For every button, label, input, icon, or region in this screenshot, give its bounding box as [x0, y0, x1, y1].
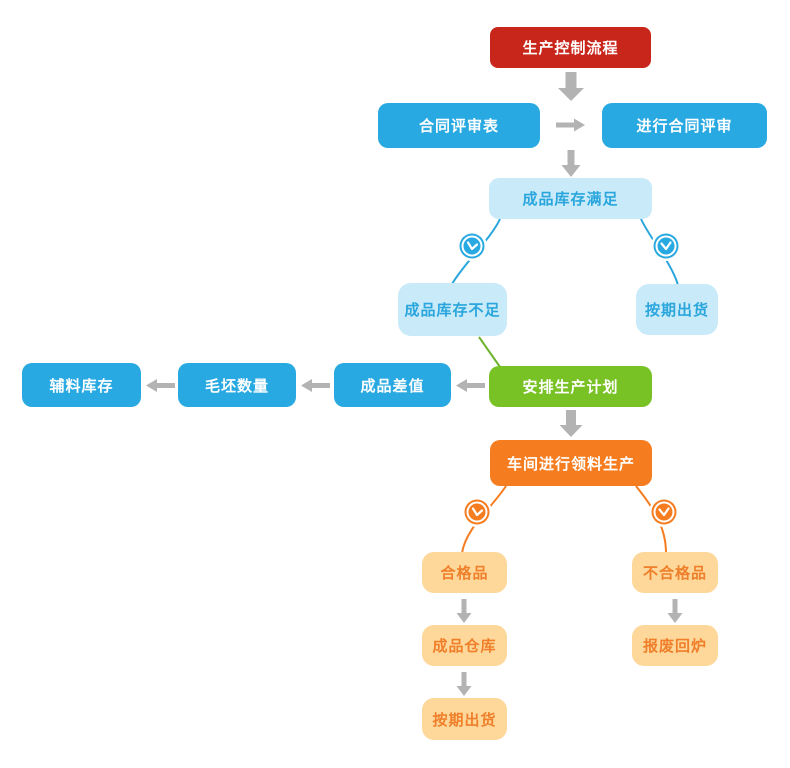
- node-stock-sufficient: 成品库存满足: [489, 178, 652, 219]
- wire-stock-low-to-plan: [478, 336, 501, 368]
- arrow-start-down: [558, 72, 584, 101]
- node-arrange-production-plan: 安排生产计划: [489, 366, 652, 407]
- clock-icon: [457, 231, 487, 261]
- arrow-warehouse-down: [456, 672, 472, 696]
- arrow-qualified-down: [456, 599, 472, 623]
- arrow-unqualified-down: [667, 599, 683, 623]
- arrow-diff-left: [301, 379, 330, 392]
- node-ship-on-schedule-1: 按期出货: [636, 284, 718, 335]
- clock-icon: [462, 497, 492, 527]
- clock-icon: [649, 497, 679, 527]
- node-auxiliary-material-stock: 辅料库存: [22, 363, 141, 407]
- node-blank-quantity: 毛坯数量: [178, 363, 296, 407]
- node-finished-goods-warehouse: 成品仓库: [422, 625, 507, 666]
- node-contract-review-form: 合同评审表: [378, 103, 540, 148]
- node-ship-on-schedule-2: 按期出货: [422, 698, 507, 740]
- arrow-contract-right: [556, 118, 585, 132]
- node-conduct-contract-review: 进行合同评审: [602, 103, 767, 148]
- node-unqualified-products: 不合格品: [632, 552, 718, 593]
- node-workshop-material-production: 车间进行领料生产: [490, 440, 652, 486]
- node-start: 生产控制流程: [490, 27, 651, 68]
- arrow-review-down: [561, 150, 581, 177]
- node-qualified-products: 合格品: [422, 552, 507, 593]
- node-finished-goods-difference: 成品差值: [334, 363, 451, 407]
- arrow-plan-left: [456, 379, 485, 392]
- arrow-blank-left: [146, 379, 175, 392]
- node-stock-insufficient: 成品库存不足: [398, 283, 507, 336]
- clock-icon: [651, 231, 681, 261]
- arrow-plan-down: [559, 410, 583, 437]
- node-scrap-remelt: 报废回炉: [632, 625, 718, 666]
